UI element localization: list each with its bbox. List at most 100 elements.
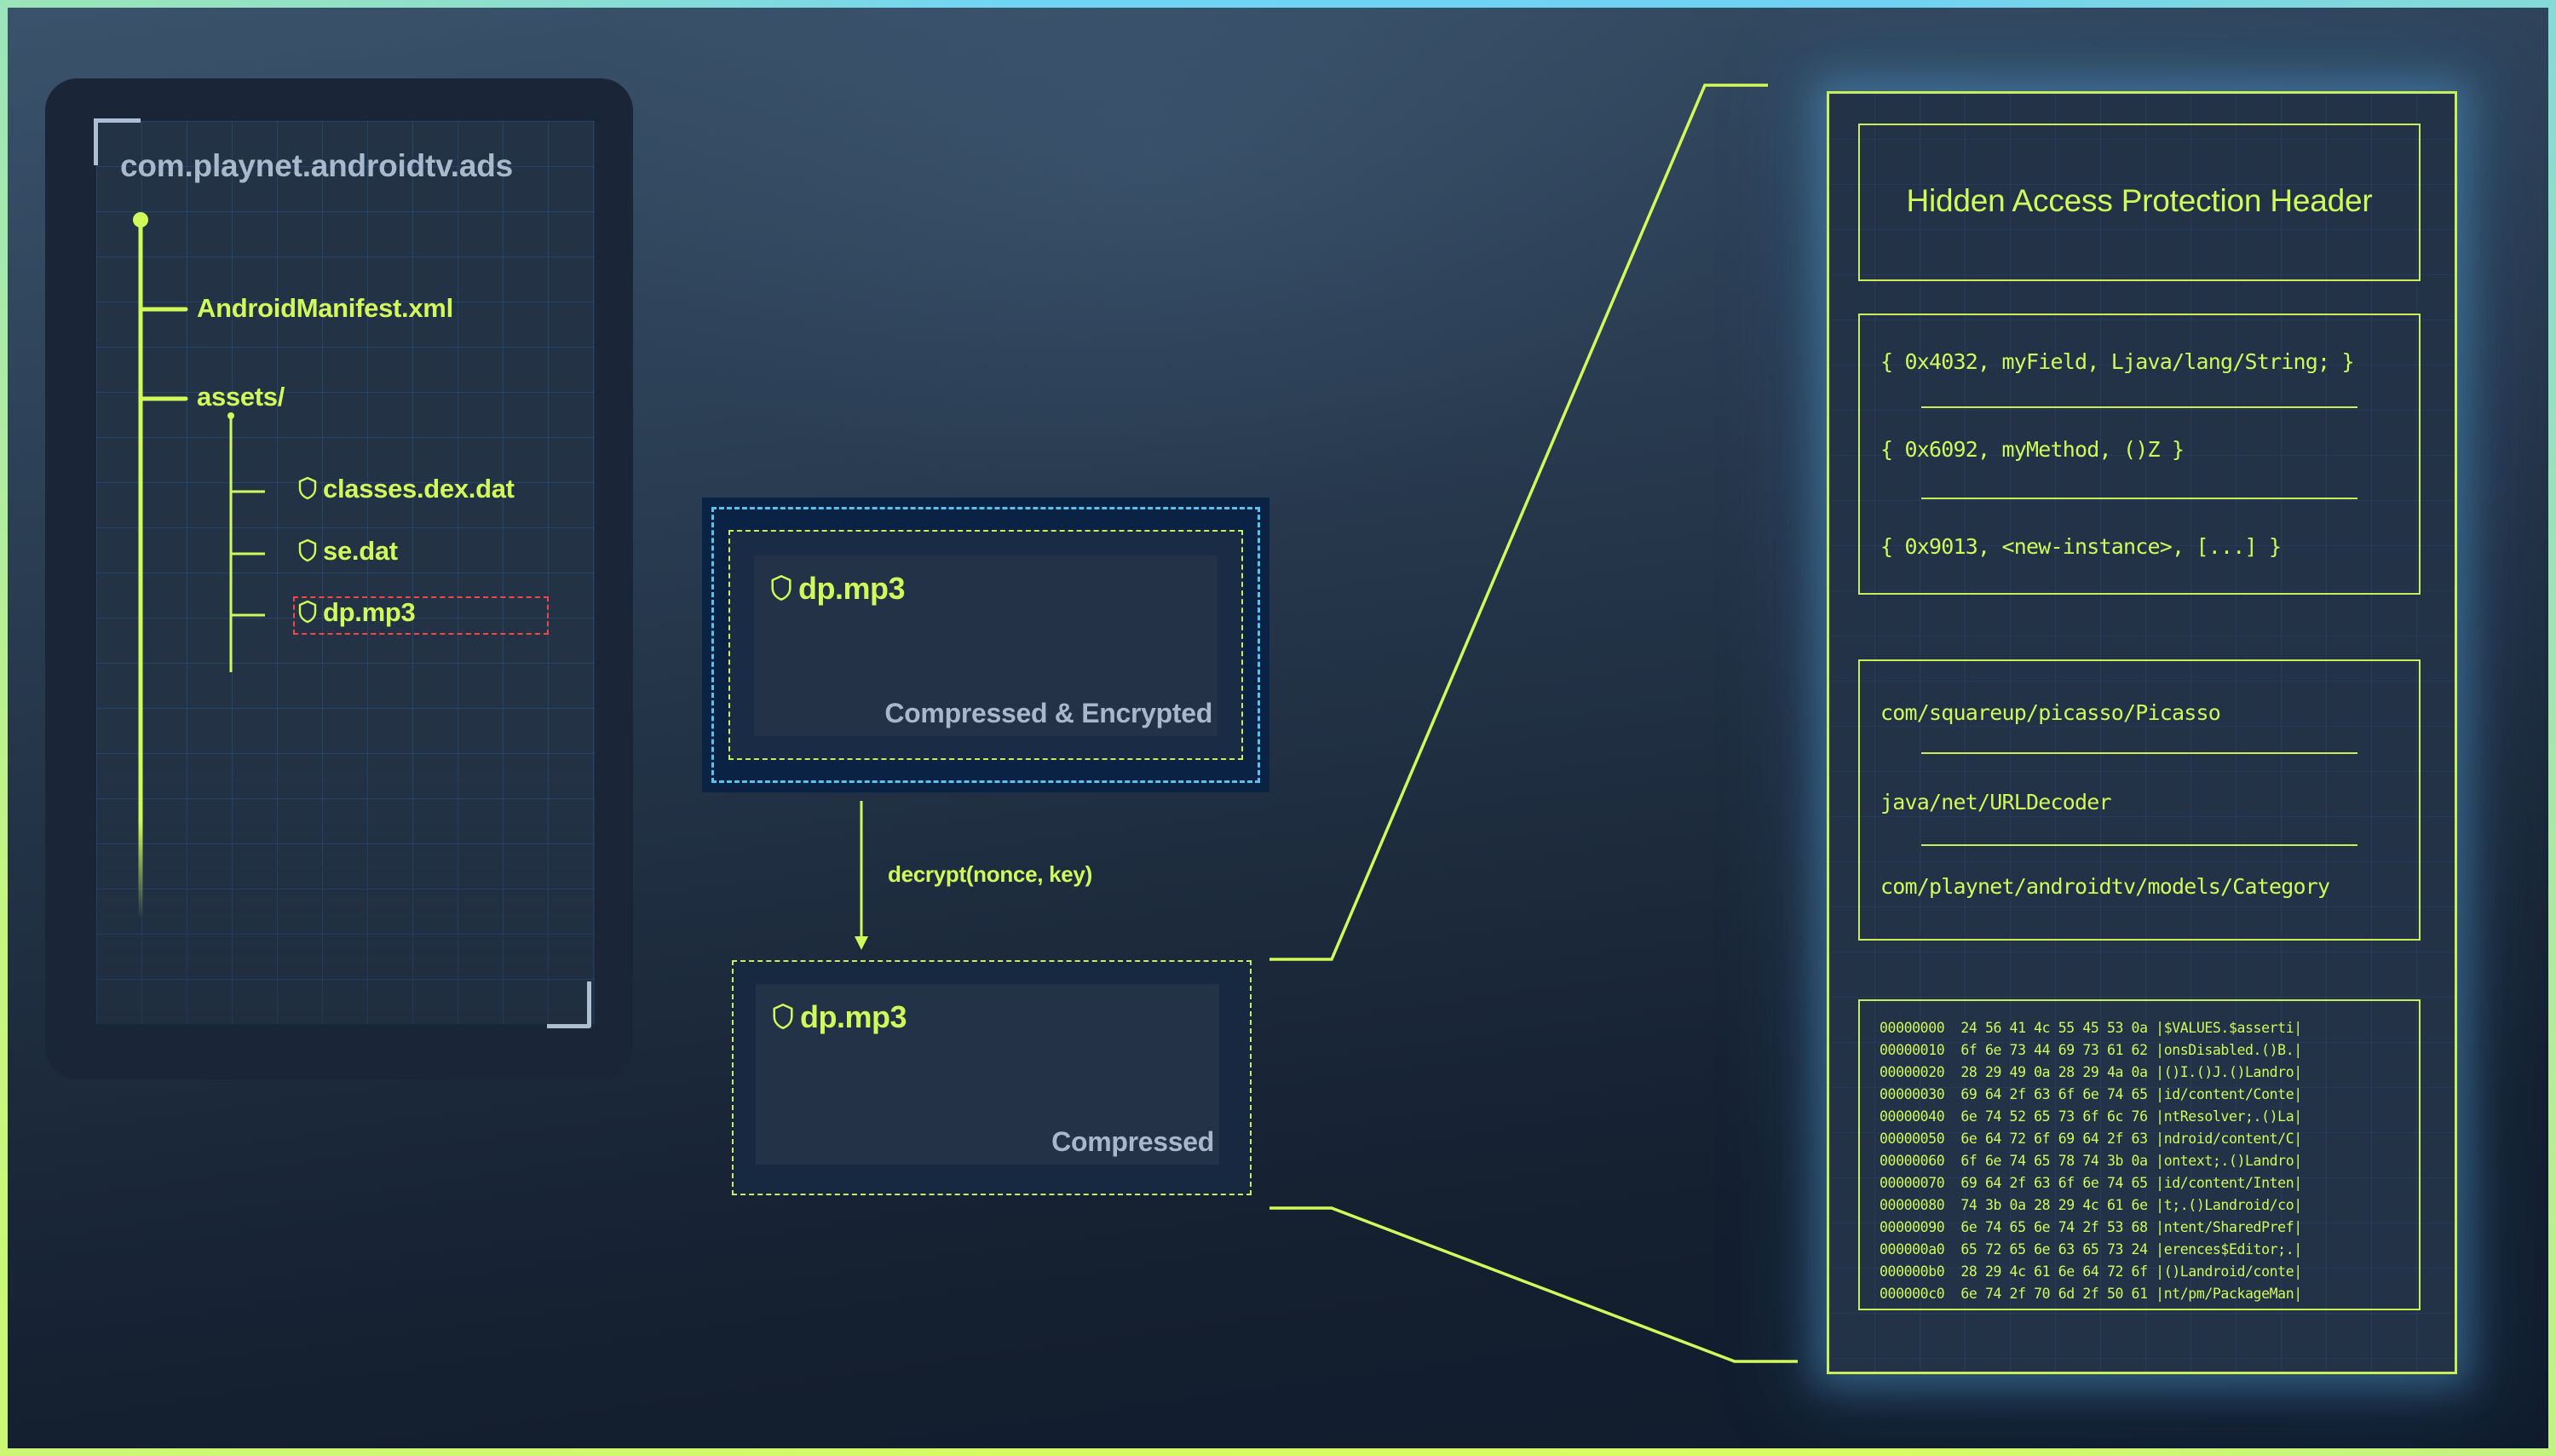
tree-item-manifest[interactable]: AndroidManifest.xml bbox=[197, 293, 453, 324]
hexdump-row: 00000070 69 64 2f 63 6f 6e 74 65 |id/con… bbox=[1880, 1175, 2302, 1191]
tree-item-label: dp.mp3 bbox=[323, 597, 416, 627]
hex-bytes: 74 3b 0a 28 29 4c 61 6e bbox=[1960, 1197, 2156, 1213]
file-name-text: dp.mp3 bbox=[800, 999, 907, 1034]
tree-trunk-line bbox=[138, 220, 143, 918]
tree-item-dp-mp3[interactable]: dp.mp3 bbox=[297, 597, 416, 628]
shield-icon bbox=[771, 575, 792, 601]
shield-icon bbox=[298, 600, 317, 624]
file-state: Compressed & Encrypted bbox=[884, 698, 1212, 728]
hex-offset: 00000040 bbox=[1880, 1108, 1961, 1125]
separator bbox=[1921, 752, 2357, 754]
hex-ascii: |()Landroid/conte| bbox=[2156, 1263, 2302, 1280]
file-name: dp.mp3 bbox=[769, 571, 906, 607]
zoom-connector-top bbox=[1269, 83, 1768, 961]
hexdump-row: 00000090 6e 74 65 6e 74 2f 53 68 |ntent/… bbox=[1880, 1219, 2302, 1235]
hexdump-row: 00000000 24 56 41 4c 55 45 53 0a |$VALUE… bbox=[1880, 1020, 2302, 1036]
hex-offset: 00000010 bbox=[1880, 1042, 1961, 1058]
hex-offset: 00000080 bbox=[1880, 1197, 1961, 1213]
class-refs-section: com/squareup/picasso/Picasso java/net/UR… bbox=[1858, 659, 2421, 941]
header-title: Hidden Access Protection Header bbox=[1906, 183, 2373, 218]
dex-entry: { 0x4032, myField, Ljava/lang/String; } bbox=[1880, 349, 2355, 374]
hex-ascii: |id/content/Inten| bbox=[2156, 1175, 2302, 1191]
class-ref: com/squareup/picasso/Picasso bbox=[1880, 700, 2221, 725]
hex-offset: 00000050 bbox=[1880, 1131, 1961, 1147]
tree-item-label: AndroidManifest.xml bbox=[197, 293, 453, 323]
hex-offset: 00000090 bbox=[1880, 1219, 1961, 1235]
hexdump-row: 000000c0 6e 74 2f 70 6d 2f 50 61 |nt/pm/… bbox=[1880, 1286, 2302, 1302]
hexdump-row: 00000080 74 3b 0a 28 29 4c 61 6e |t;.()L… bbox=[1880, 1197, 2302, 1213]
file-state: Compressed bbox=[1051, 1126, 1214, 1157]
hex-bytes: 6e 74 2f 70 6d 2f 50 61 bbox=[1960, 1286, 2156, 1302]
hex-bytes: 6e 74 52 65 73 6f 6c 76 bbox=[1960, 1108, 2156, 1125]
hexdump-row: 00000050 6e 64 72 6f 69 64 2f 63 |ndroid… bbox=[1880, 1131, 2302, 1147]
panel-grid bbox=[1829, 94, 2455, 1372]
dex-entries-section: { 0x4032, myField, Ljava/lang/String; } … bbox=[1858, 314, 2421, 595]
hex-ascii: |()I.()J.()Landro| bbox=[2156, 1064, 2302, 1080]
hex-ascii: |onsDisabled.()B.| bbox=[2156, 1042, 2302, 1058]
hexdump-row: 00000060 6f 6e 74 65 78 74 3b 0a |ontext… bbox=[1880, 1154, 2302, 1169]
highlight-box-dp-mp3 bbox=[293, 596, 549, 635]
decrypt-step-label: decrypt(nonce, key) bbox=[888, 861, 1092, 887]
hex-offset: 000000a0 bbox=[1880, 1241, 1961, 1257]
corner-bracket-bottom-right bbox=[547, 981, 591, 1028]
tree-item-classes-dex[interactable]: classes.dex.dat bbox=[297, 474, 515, 504]
hexdump-row: 000000b0 28 29 4c 61 6e 64 72 6f |()Land… bbox=[1880, 1263, 2302, 1280]
hex-bytes: 6e 64 72 6f 69 64 2f 63 bbox=[1960, 1131, 2156, 1147]
hex-ascii: |ntent/SharedPref| bbox=[2156, 1219, 2302, 1235]
package-panel-screen bbox=[96, 121, 595, 1024]
dex-entry: { 0x9013, <new-instance>, [...] } bbox=[1880, 534, 2282, 559]
hexdump-section: 00000000 24 56 41 4c 55 45 53 0a |$VALUE… bbox=[1858, 999, 2421, 1310]
dex-entry: { 0x6092, myMethod, ()Z } bbox=[1880, 437, 2185, 462]
header-section: Hidden Access Protection Header bbox=[1858, 124, 2421, 281]
encryption-boundary bbox=[711, 507, 1260, 783]
hex-offset: 000000c0 bbox=[1880, 1286, 1961, 1302]
file-name: dp.mp3 bbox=[771, 999, 907, 1035]
hexdump-row: 00000040 6e 74 52 65 73 6f 6c 76 |ntReso… bbox=[1880, 1108, 2302, 1125]
file-structure-panel: Hidden Access Protection Header { 0x4032… bbox=[1827, 91, 2457, 1374]
tree-connectors bbox=[133, 212, 265, 918]
tree-item-assets[interactable]: assets/ bbox=[197, 382, 285, 412]
zoom-connector-bottom bbox=[1269, 1206, 1798, 1363]
package-name: com.playnet.androidtv.ads bbox=[120, 148, 514, 183]
hex-bytes: 6f 6e 73 44 69 73 61 62 bbox=[1960, 1042, 2156, 1058]
tree-item-label: classes.dex.dat bbox=[323, 474, 515, 504]
hexdump-row: 000000a0 65 72 65 6e 63 65 73 24 |erence… bbox=[1880, 1241, 2302, 1257]
hex-bytes: 6e 74 65 6e 74 2f 53 68 bbox=[1960, 1219, 2156, 1235]
hex-bytes: 69 64 2f 63 6f 6e 74 65 bbox=[1960, 1086, 2156, 1102]
tree-item-label: assets/ bbox=[197, 382, 285, 411]
hex-ascii: |erences$Editor;.| bbox=[2156, 1241, 2302, 1257]
file-card-encrypted[interactable]: dp.mp3 Compressed & Encrypted bbox=[754, 555, 1218, 736]
decrypted-file-box: dp.mp3 Compressed bbox=[732, 960, 1252, 1195]
hexdump-row: 00000020 28 29 49 0a 28 29 4a 0a |()I.()… bbox=[1880, 1064, 2302, 1080]
hex-offset: 00000060 bbox=[1880, 1153, 1961, 1169]
encrypted-file-box: dp.mp3 Compressed & Encrypted bbox=[702, 498, 1269, 792]
hex-ascii: |t;.()Landroid/co| bbox=[2156, 1197, 2302, 1213]
hex-bytes: 65 72 65 6e 63 65 73 24 bbox=[1960, 1241, 2156, 1257]
hex-offset: 000000b0 bbox=[1880, 1263, 1961, 1280]
separator bbox=[1921, 844, 2357, 846]
hex-ascii: |ntResolver;.()La| bbox=[2156, 1108, 2302, 1125]
hex-ascii: |ontext;.()Landro| bbox=[2156, 1153, 2302, 1169]
class-ref: com/playnet/androidtv/models/Category bbox=[1880, 874, 2330, 899]
diagram-canvas: com.playnet.androidtv.ads AndroidManifes… bbox=[8, 8, 2548, 1448]
hex-ascii: |ndroid/content/C| bbox=[2156, 1131, 2302, 1147]
tree-item-se-dat[interactable]: se.dat bbox=[297, 536, 398, 567]
hex-bytes: 24 56 41 4c 55 45 53 0a bbox=[1960, 1020, 2156, 1036]
hex-offset: 00000070 bbox=[1880, 1175, 1961, 1191]
class-ref: java/net/URLDecoder bbox=[1880, 790, 2112, 814]
hexdump-row: 00000030 69 64 2f 63 6f 6e 74 65 |id/con… bbox=[1880, 1086, 2302, 1102]
hex-ascii: |$VALUES.$asserti| bbox=[2156, 1020, 2302, 1036]
hex-offset: 00000020 bbox=[1880, 1064, 1961, 1080]
compression-boundary: dp.mp3 Compressed & Encrypted bbox=[728, 530, 1243, 760]
file-card-compressed[interactable]: dp.mp3 Compressed bbox=[756, 984, 1219, 1165]
hex-ascii: |id/content/Conte| bbox=[2156, 1086, 2302, 1102]
shield-icon bbox=[298, 538, 317, 562]
shield-icon bbox=[298, 476, 317, 500]
hex-bytes: 69 64 2f 63 6f 6e 74 65 bbox=[1960, 1175, 2156, 1191]
shield-icon bbox=[773, 1004, 793, 1030]
package-panel: com.playnet.androidtv.ads AndroidManifes… bbox=[45, 78, 633, 1079]
hex-offset: 00000030 bbox=[1880, 1086, 1961, 1102]
separator bbox=[1921, 498, 2357, 499]
hex-bytes: 28 29 49 0a 28 29 4a 0a bbox=[1960, 1064, 2156, 1080]
hex-bytes: 28 29 4c 61 6e 64 72 6f bbox=[1960, 1263, 2156, 1280]
